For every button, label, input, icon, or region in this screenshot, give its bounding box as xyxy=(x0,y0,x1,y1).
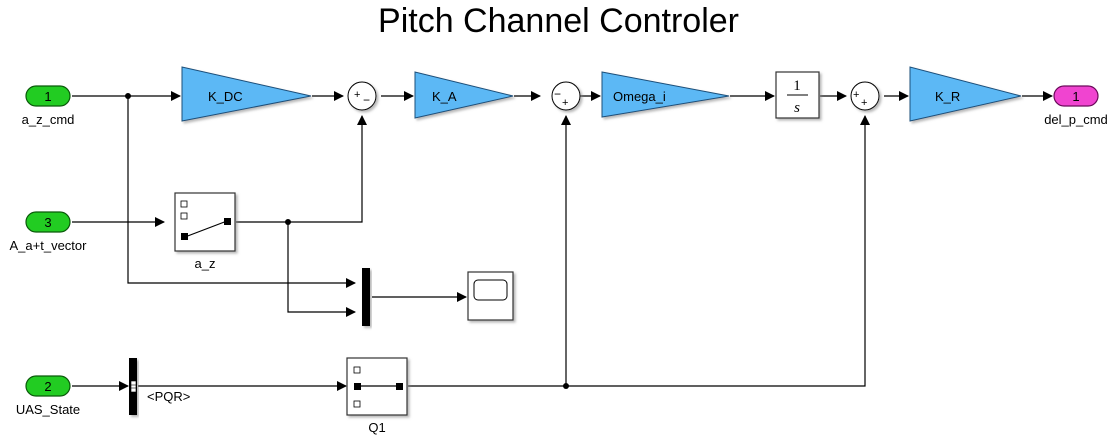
branch-point xyxy=(563,383,569,389)
gain-block-k-dc[interactable]: K_DC xyxy=(181,66,312,122)
branch-point xyxy=(125,93,131,99)
scope-screen-icon xyxy=(473,279,508,301)
inport-number: 2 xyxy=(44,379,51,394)
wire-az-mux[interactable] xyxy=(287,222,356,317)
selector-port-icon xyxy=(353,400,361,408)
gain-label: K_DC xyxy=(208,89,243,104)
branch-point xyxy=(285,219,291,225)
selector-port-icon xyxy=(180,200,188,208)
gain-label: K_A xyxy=(432,89,457,104)
selector-label: a_z xyxy=(195,256,216,271)
selector-block-a-z[interactable]: a_z xyxy=(174,192,236,271)
sum-block-3[interactable]: + + xyxy=(850,81,880,111)
outport-number: 1 xyxy=(1072,89,1079,104)
diagram-title: Pitch Channel Controler xyxy=(378,2,739,40)
sum-sign: − xyxy=(363,93,370,107)
integrator-denominator: s xyxy=(794,100,800,116)
wire-azcmd-mux[interactable] xyxy=(127,96,356,288)
inport-a-z-cmd[interactable]: 1 a_z_cmd xyxy=(22,85,75,127)
sum-sign: + xyxy=(853,89,859,101)
integrator-numerator: 1 xyxy=(793,78,801,94)
inport-label: A_a+t_vector xyxy=(10,238,88,253)
selector-port-icon xyxy=(396,383,403,390)
sum-sign: + xyxy=(861,97,867,109)
outport-del-p-cmd[interactable]: 1 del_p_cmd xyxy=(1044,85,1108,127)
selector-label: Q1 xyxy=(368,420,385,435)
selector-port-icon xyxy=(353,366,361,374)
sum-sign: + xyxy=(354,89,360,101)
selector-port-icon xyxy=(224,218,231,225)
bus-signal-label: <PQR> xyxy=(147,389,190,404)
sum-block-1[interactable]: + − xyxy=(347,81,377,111)
gain-block-k-r[interactable]: K_R xyxy=(909,66,1022,122)
integrator-block[interactable]: 1 s xyxy=(775,71,820,119)
selector-port-icon xyxy=(354,383,361,390)
signal-lines xyxy=(72,91,1053,391)
wire-q1-sum3[interactable] xyxy=(408,115,870,387)
inport-uas-state[interactable]: 2 UAS_State xyxy=(16,375,80,417)
inport-a-at-vector[interactable]: 3 A_a+t_vector xyxy=(10,211,88,253)
selector-port-icon xyxy=(181,233,188,240)
inport-number: 3 xyxy=(44,215,51,230)
sum-sign: − xyxy=(554,87,561,101)
gain-label: Omega_i xyxy=(613,89,666,104)
inport-label: UAS_State xyxy=(16,402,80,417)
inport-label: a_z_cmd xyxy=(22,112,75,127)
gain-block-omega-i[interactable]: Omega_i xyxy=(601,71,730,118)
bus-selector-block[interactable] xyxy=(129,358,137,415)
scope-block[interactable] xyxy=(467,271,514,321)
gain-label: K_R xyxy=(935,89,960,104)
wire-az-sum1[interactable] xyxy=(236,115,367,223)
outport-label: del_p_cmd xyxy=(1044,112,1108,127)
selector-block-q1[interactable]: Q1 xyxy=(346,357,408,435)
gain-block-k-a[interactable]: K_A xyxy=(414,71,514,119)
selector-port-icon xyxy=(180,212,188,220)
mux-block[interactable] xyxy=(362,268,370,326)
sum-sign: + xyxy=(562,97,568,109)
sum-block-2[interactable]: − + xyxy=(551,81,581,111)
inport-number: 1 xyxy=(44,89,51,104)
